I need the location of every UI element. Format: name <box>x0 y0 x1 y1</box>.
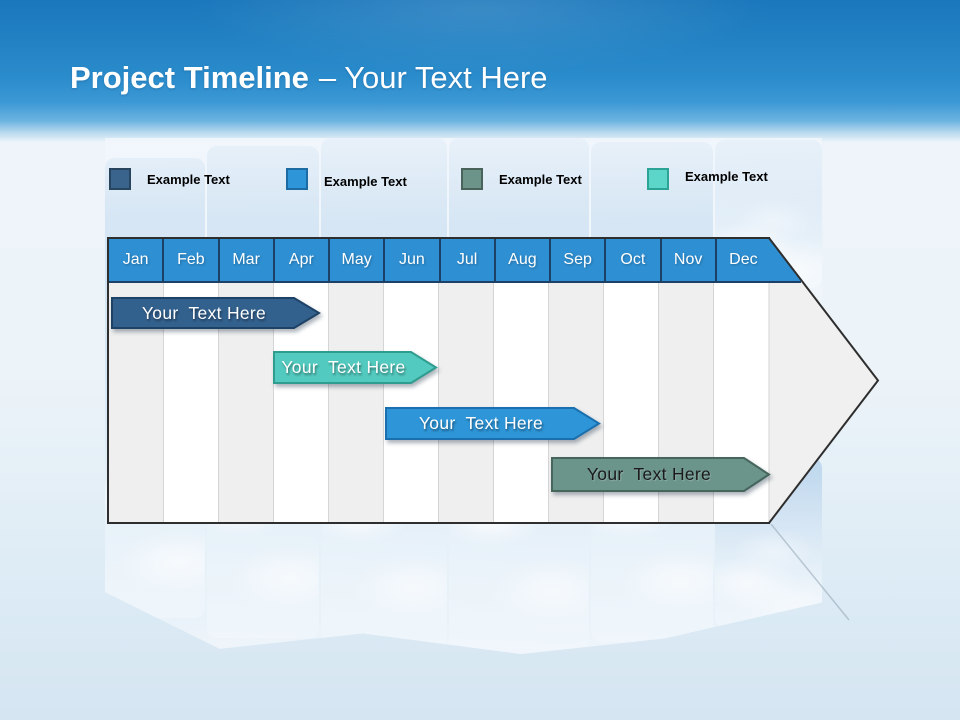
legend-item: Example Text <box>286 166 407 192</box>
legend-item: Example Text <box>109 166 230 192</box>
task-bar-shape <box>273 351 438 384</box>
legend-item: Example Text <box>647 166 768 192</box>
legend-item-label: Example Text <box>499 171 582 187</box>
task-bar-label: Your Text Here <box>586 464 712 484</box>
grid-column <box>439 283 494 522</box>
month-cell: Nov <box>662 239 717 281</box>
page-title-primary: Project Timeline <box>70 60 309 95</box>
month-cell: Sep <box>551 239 607 281</box>
legend-swatch <box>461 168 483 190</box>
month-header-row: Jan Feb Mar Apr May Jun Jul Aug Sep Oct … <box>109 239 770 283</box>
month-cell: Jun <box>385 239 441 281</box>
legend: Example Text Example Text Example Text E… <box>0 166 960 196</box>
grid-column <box>329 283 384 522</box>
month-cell: Aug <box>496 239 551 281</box>
task-bar-shape <box>385 407 601 440</box>
task-bar: Your Text Here <box>385 407 601 440</box>
month-cell: Jan <box>109 239 165 281</box>
month-cell: May <box>330 239 386 281</box>
page-title: Project Timeline – Your Text Here <box>70 60 548 96</box>
month-cell: Mar <box>220 239 275 281</box>
month-cell: Dec <box>729 251 758 268</box>
task-bar-shape <box>111 297 321 329</box>
month-cell: Feb <box>164 239 220 281</box>
grid-column <box>494 283 549 522</box>
task-bar: Your Text Here <box>551 457 771 492</box>
task-bar-label: Your Text Here <box>418 413 544 433</box>
gantt-timeline-chart: Jan Feb Mar Apr May Jun Jul Aug Sep Oct … <box>107 237 887 529</box>
legend-swatch <box>286 168 308 190</box>
legend-item-label: Example Text <box>147 171 230 187</box>
month-cell: Jul <box>441 239 496 281</box>
timeline-arrow-head <box>768 237 880 524</box>
legend-swatch <box>109 168 131 190</box>
arrow-head-fill <box>769 238 878 523</box>
task-bar-label: Your Text Here <box>281 357 406 377</box>
legend-item-label: Example Text <box>324 173 407 189</box>
arrow-reflection-line <box>770 524 850 621</box>
month-cell: Oct <box>606 239 662 281</box>
page-title-secondary: – Your Text Here <box>318 60 548 95</box>
legend-item: Example Text <box>461 166 582 192</box>
arrow-head-border <box>768 237 880 524</box>
top-banner <box>0 0 960 142</box>
grid-column <box>384 283 439 522</box>
task-bar: Your Text Here <box>273 351 438 384</box>
task-bar: Your Text Here <box>111 297 321 329</box>
task-bar-shape <box>551 457 771 492</box>
month-cell: Apr <box>275 239 330 281</box>
task-bar-label: Your Text Here <box>141 302 267 323</box>
legend-swatch <box>647 168 669 190</box>
legend-item-label: Example Text <box>685 168 768 184</box>
